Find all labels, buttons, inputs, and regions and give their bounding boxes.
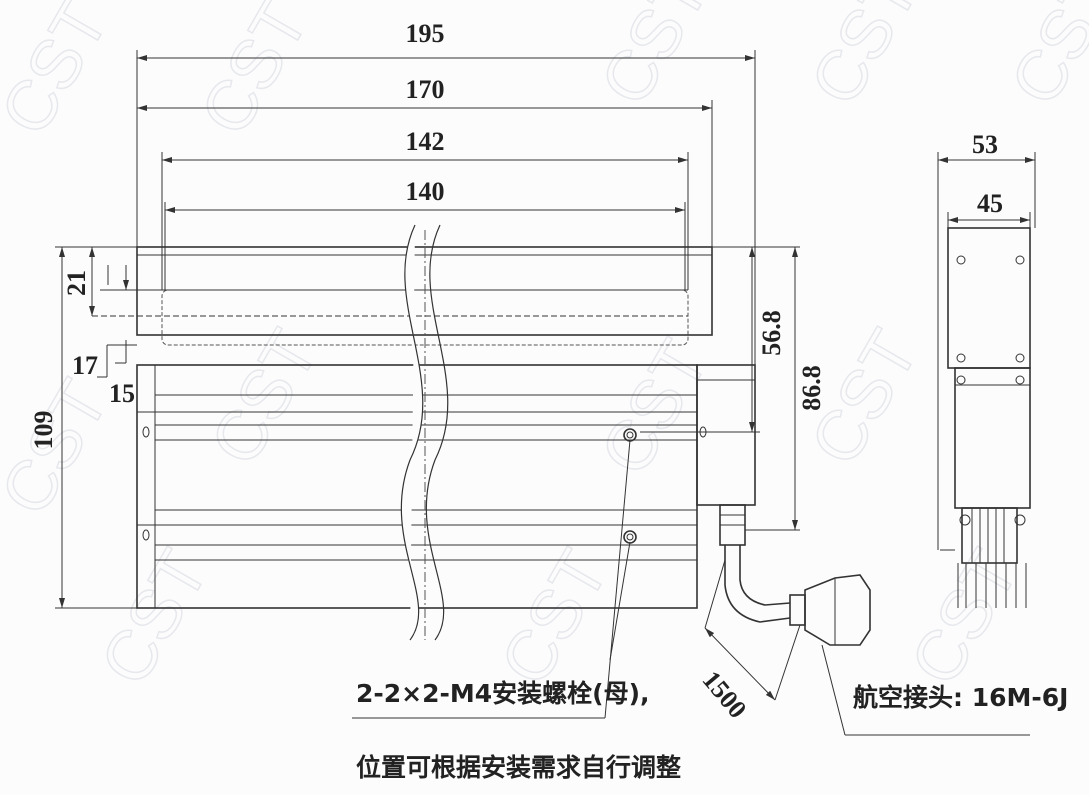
svg-text:CST: CST (995, 0, 1089, 118)
svg-text:142: 142 (406, 127, 445, 156)
dimension-21: 21 (62, 247, 95, 316)
svg-text:109: 109 (29, 411, 58, 450)
svg-text:CST: CST (185, 0, 323, 148)
watermark: CST CST CST CST CST CST CST CST CST CST … (0, 0, 1089, 698)
dimension-1500: 1500 (697, 559, 801, 724)
dimension-142: 142 (161, 127, 689, 290)
svg-text:170: 170 (406, 75, 445, 104)
dimension-195: 195 (136, 19, 756, 365)
connector-note-text: 航空接头: 16M-6J (853, 683, 1068, 712)
svg-text:CST: CST (195, 317, 333, 477)
svg-text:45: 45 (977, 189, 1003, 218)
side-view: 53 45 (937, 130, 1036, 608)
svg-text:1500: 1500 (697, 665, 753, 723)
svg-text:140: 140 (406, 177, 445, 206)
svg-text:CST: CST (585, 327, 723, 487)
svg-text:CST: CST (585, 0, 723, 118)
svg-text:21: 21 (62, 270, 91, 296)
dimension-170: 170 (137, 75, 713, 250)
front-view (92, 224, 871, 646)
svg-text:CST: CST (485, 537, 623, 697)
svg-text:CST: CST (895, 537, 1033, 697)
svg-text:CST: CST (85, 537, 223, 697)
svg-text:CST: CST (0, 367, 123, 527)
svg-text:53: 53 (972, 130, 998, 159)
svg-text:CST: CST (0, 0, 123, 148)
mount-note: 2-2×2-M4安装螺栓(母), 位置可根据安装需求自行调整 (352, 439, 681, 782)
svg-text:56.8: 56.8 (757, 310, 786, 356)
dimension-56-8: 56.8 (640, 246, 800, 433)
dimension-86-8: 86.8 (745, 247, 826, 531)
dimension-140: 140 (164, 177, 686, 290)
svg-text:86.8: 86.8 (797, 365, 826, 411)
svg-text:195: 195 (406, 19, 445, 48)
dimension-17-15: 17 15 (72, 265, 137, 408)
mount-note-line2: 位置可根据安装需求自行调整 (356, 753, 681, 782)
dimension-109: 109 (29, 246, 137, 609)
svg-text:17: 17 (72, 351, 98, 380)
svg-text:15: 15 (109, 379, 135, 408)
mount-note-line1: 2-2×2-M4安装螺栓(母), (356, 679, 650, 708)
svg-text:CST: CST (795, 0, 933, 118)
connector-note: 航空接头: 16M-6J (821, 644, 1068, 736)
